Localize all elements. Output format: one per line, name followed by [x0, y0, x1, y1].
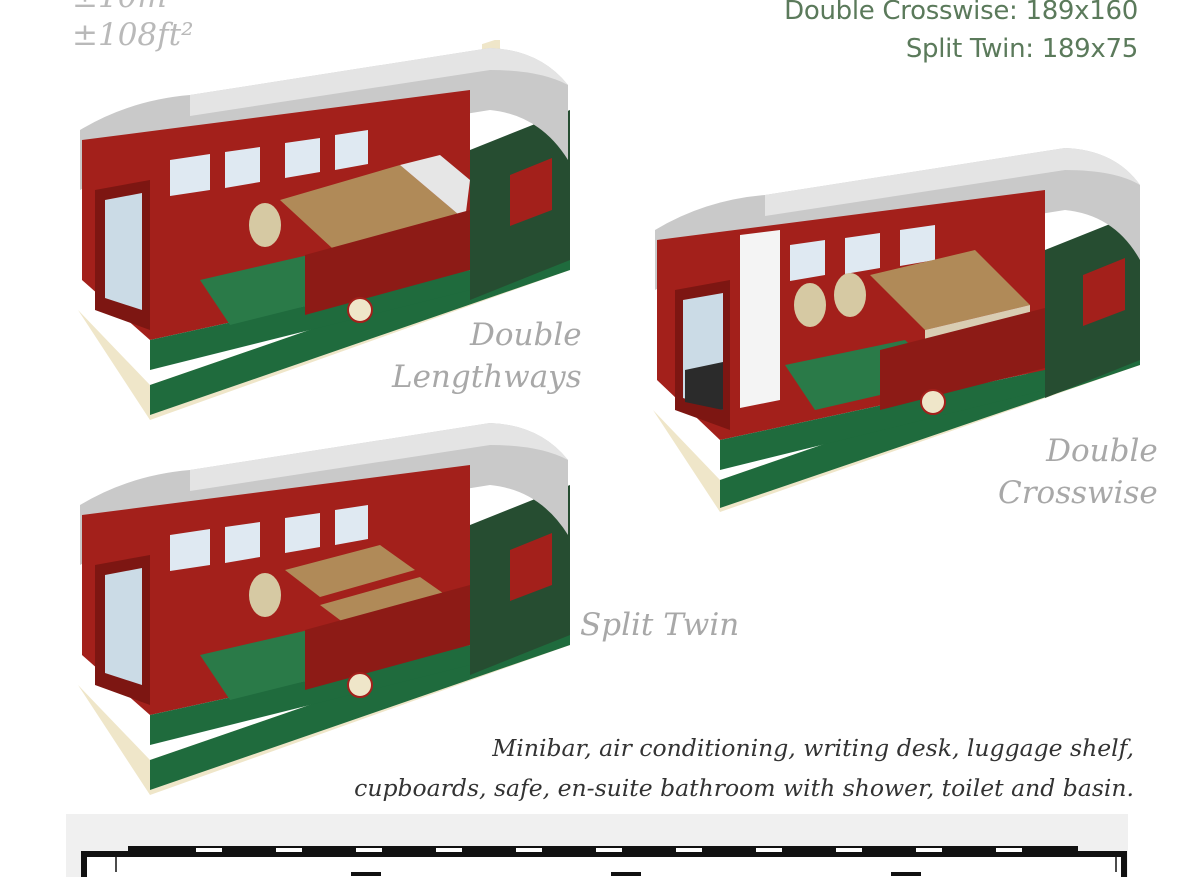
cabin-illustration-double-crosswise	[645, 140, 1140, 515]
amenities-description: Minibar, air conditioning, writing desk,…	[354, 728, 1134, 808]
dimension-split-twin: Split Twin: 189x75	[905, 34, 1138, 64]
label-line: Split Twin	[580, 607, 740, 643]
cabin-label-double-lengthways: Double Lengthways	[392, 314, 582, 398]
label-line: Crosswise	[998, 475, 1158, 511]
floor-plan-drawing	[81, 846, 1127, 882]
cabin-label-double-crosswise: Double Crosswise	[998, 430, 1158, 514]
cabin-area: ±10m² ±108ft²	[72, 0, 194, 54]
bed-dimensions: Double Crosswise: 189x160 Split Twin: 18…	[784, 0, 1138, 68]
label-line: Double	[1046, 433, 1158, 469]
amenities-line-1: Minibar, air conditioning, writing desk,…	[492, 734, 1134, 762]
floor-plan	[66, 814, 1128, 882]
area-imperial: ±108ft²	[72, 17, 194, 53]
amenities-line-2: cupboards, safe, en-suite bathroom with …	[354, 774, 1134, 802]
label-line: Double	[470, 317, 582, 353]
cabin-illustration-double-lengthways	[70, 40, 570, 420]
cabin-illustration-split-twin	[70, 415, 570, 795]
dimension-double-crosswise: Double Crosswise: 189x160	[784, 0, 1138, 26]
cabin-label-split-twin: Split Twin	[580, 604, 739, 646]
label-line: Lengthways	[392, 359, 582, 395]
area-metric: ±10m²	[72, 0, 194, 16]
